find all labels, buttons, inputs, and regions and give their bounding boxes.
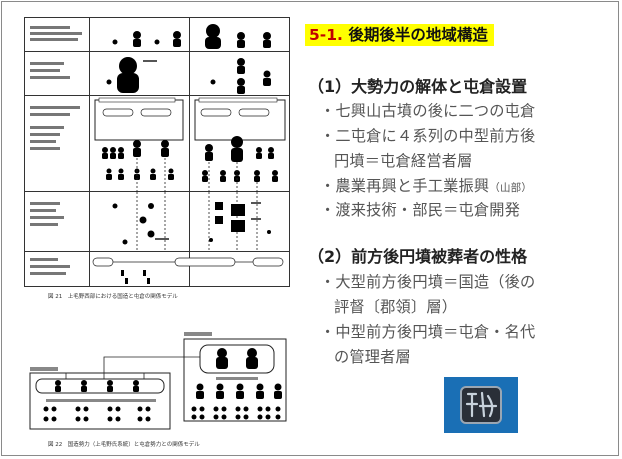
slide-title-highlight: 5-1. 後期後半の地域構造 [305, 24, 494, 46]
section-1-heading: （1）大勢力の解体と屯倉設置 [308, 77, 528, 96]
slide-title: 5-1. 後期後半の地域構造 [309, 26, 488, 44]
section-2-item: ・中型前方後円墳＝屯倉・名代 [320, 323, 536, 341]
row5-figures [30, 257, 284, 284]
bronze-seal-icon [444, 377, 518, 433]
slide-title-text: 後期後半の地域構造 [348, 26, 488, 44]
section-1-item-text: ・農業再興と手工業振興 [320, 177, 490, 195]
column-divider [189, 18, 190, 286]
section-2-item-continued: 評督〔郡領〕層） [334, 298, 458, 316]
seal-glyph [465, 391, 498, 418]
row3-figures [30, 97, 286, 192]
row4-figures [30, 192, 271, 252]
figure-2-drawing [29, 332, 287, 430]
section-2-item: ・大型前方後円墳＝国造（後の [320, 273, 536, 291]
slide-title-number: 5-1. [309, 26, 343, 44]
section-2-heading: （2）前方後円墳被葬者の性格 [308, 247, 528, 266]
figure-2-caption: 図 22 国造勢力（上毛野氏系統）と屯倉勢力との関係モデル [48, 442, 200, 448]
column-divider [89, 18, 90, 286]
figure-1-caption: 図 21 上毛野西部における国造と屯倉の関係モデル [48, 294, 178, 300]
section-1-item-continued: 円墳＝屯倉経営者層 [334, 152, 473, 170]
seal-face [460, 386, 502, 424]
figure-1-diagram [24, 17, 290, 287]
diagram-row [25, 192, 289, 252]
diagram-row [25, 252, 289, 288]
diagram-row [25, 52, 289, 96]
figure-2-diagram [24, 327, 290, 435]
row1-figures [30, 24, 271, 49]
section-1-item: ・農業再興と手工業振興（山部） [320, 174, 532, 196]
diagram-row [25, 18, 289, 52]
section-2-item-continued: の管理者層 [334, 348, 411, 366]
diagram-row [25, 96, 289, 192]
section-1-item-note: （山部） [489, 182, 533, 194]
section-1-item: ・渡来技術・部民＝屯倉開発 [320, 201, 521, 219]
row2-figures [30, 57, 271, 94]
section-1-item: ・七興山古墳の後に二つの屯倉 [320, 102, 536, 120]
section-1-item: ・二屯倉に４系列の中型前方後 [320, 127, 536, 145]
